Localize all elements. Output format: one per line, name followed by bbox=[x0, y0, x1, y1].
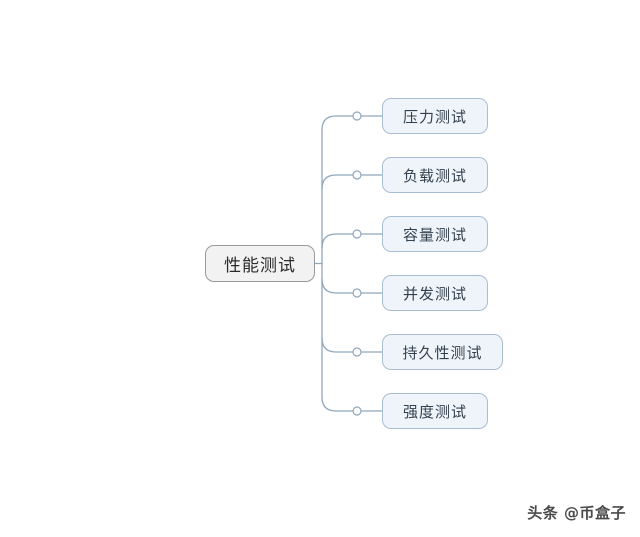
mindmap-child-node[interactable]: 并发测试 bbox=[382, 275, 488, 311]
mindmap-root-node[interactable]: 性能测试 bbox=[205, 245, 315, 282]
mindmap-child-node[interactable]: 容量测试 bbox=[382, 216, 488, 252]
branch-connector bbox=[321, 396, 383, 412]
branch-connector bbox=[321, 233, 383, 249]
branch-connector bbox=[321, 337, 383, 353]
branch-connector bbox=[321, 115, 383, 131]
branch-collapse-marker-icon[interactable] bbox=[352, 170, 362, 180]
branch-collapse-marker-icon[interactable] bbox=[352, 288, 362, 298]
mindmap-child-node[interactable]: 持久性测试 bbox=[382, 334, 503, 370]
mindmap-child-label: 压力测试 bbox=[402, 108, 467, 126]
mindmap-child-node[interactable]: 压力测试 bbox=[382, 98, 488, 134]
branch-connector bbox=[321, 174, 383, 190]
mindmap-child-node[interactable]: 负载测试 bbox=[382, 157, 488, 193]
branch-collapse-marker-icon[interactable] bbox=[352, 229, 362, 239]
mindmap-child-label: 容量测试 bbox=[402, 226, 467, 244]
branch-collapse-marker-icon[interactable] bbox=[352, 111, 362, 121]
watermark-text: 头条 @币盒子 bbox=[527, 504, 626, 522]
mindmap-root-label: 性能测试 bbox=[224, 256, 296, 275]
mindmap-child-label: 持久性测试 bbox=[402, 344, 483, 362]
mindmap-child-node[interactable]: 强度测试 bbox=[382, 393, 488, 429]
branch-collapse-marker-icon[interactable] bbox=[352, 347, 362, 357]
mindmap-child-label: 强度测试 bbox=[402, 403, 467, 421]
mindmap-child-label: 负载测试 bbox=[402, 167, 467, 185]
branch-connector bbox=[321, 278, 383, 294]
branch-collapse-marker-icon[interactable] bbox=[352, 406, 362, 416]
mindmap-child-label: 并发测试 bbox=[402, 285, 467, 303]
